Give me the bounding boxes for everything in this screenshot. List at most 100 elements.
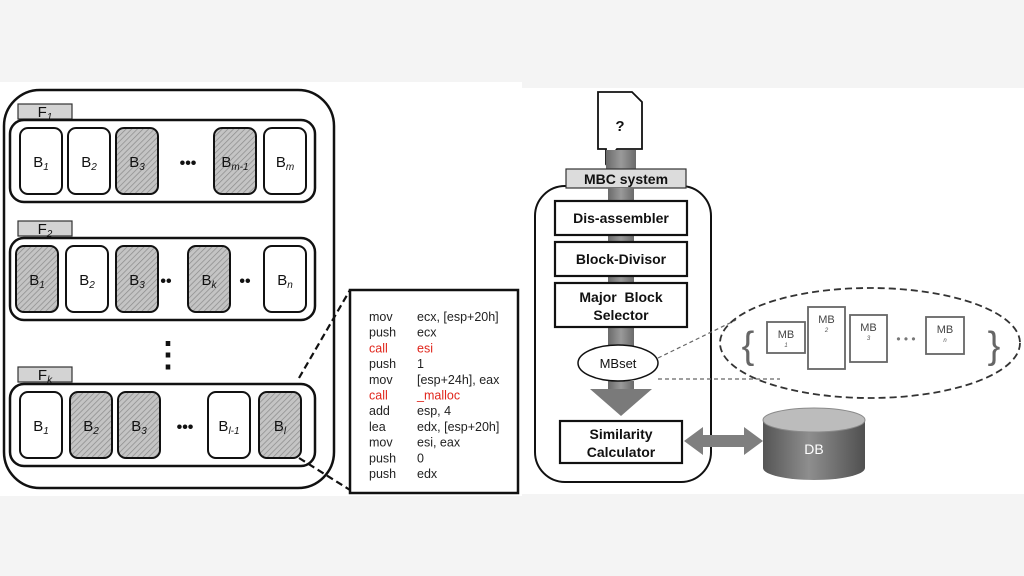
asm-opcode: add [369,404,390,418]
function-label: F2 [38,221,53,240]
basic-block-label-subscript: n [287,280,293,291]
mbset-detail-ellipse [719,287,1021,399]
basic-block-label-base: B [274,418,284,435]
major-block-item [766,321,806,354]
basic-block-label-subscript: 3 [139,162,145,173]
mb-dots: • • • [896,332,915,346]
major-block-item-index: 3 [867,336,871,342]
db-label: DB [804,441,823,457]
function-row [8,236,317,322]
basic-block-label-subscript: 2 [92,426,99,437]
asm-operands: ecx [417,326,437,340]
major-block-selector-module [553,281,689,329]
db-cylinder-top [762,407,866,433]
basic-block-label: Bm-1 [221,154,248,173]
asm-operands: _malloc [416,389,460,403]
similarity-calculator-module [558,419,684,465]
asm-opcode: mov [369,436,393,450]
basic-block-label: Bl-1 [218,418,239,437]
basic-block-label-base: B [33,418,43,435]
asm-operands: esp, 4 [417,404,451,418]
asm-opcode: push [369,326,396,340]
basic-block-label-base: B [81,154,91,171]
major-block-item-label: MB [818,314,835,326]
function-label-base: F [38,367,47,384]
major-block-item [807,306,846,370]
basic-block-label-base: B [276,154,286,171]
basic-block-label: B3 [131,418,147,437]
mbset-connector-top [657,319,737,359]
basic-block-label-base: B [221,154,231,171]
pipe-segment-2 [608,236,634,242]
major-block-item-index: 1 [784,343,787,349]
zoom-connector-bottom [298,457,351,491]
basic-block-label: Bl [274,418,287,437]
program-outline [2,88,336,490]
asm-operands: esi, eax [417,436,461,450]
major-block-selector-label-1: Major Block [579,289,662,305]
basic-block-label-subscript: 2 [88,280,95,291]
basic-block-label: B2 [83,418,99,437]
basic-block-label-subscript: l [284,426,287,437]
major-block-item-index: n [943,338,947,344]
asm-operands: edx [417,467,438,481]
asm-opcode: push [369,467,396,481]
basic-block-label-base: B [33,154,43,171]
basic-block-label-base: B [201,272,211,289]
vertical-ellipsis: ⋮ [151,336,185,374]
asm-operands: 0 [417,451,424,465]
basic-block [207,391,251,459]
disassembler-label: Dis-assembler [573,210,669,226]
basic-block-label-base: B [79,272,89,289]
basic-block-label-subscript: m [286,162,294,173]
basic-block-label-subscript: k [212,280,218,291]
basic-block-label-base: B [83,418,93,435]
mbset-brace-left: { [742,325,755,367]
disassembler-module [553,199,689,237]
similarity-calculator-label-1: Similarity [589,426,652,442]
basic-block-label: B1 [33,418,49,437]
function-label-subscript: 1 [47,112,53,123]
basic-block [67,127,111,195]
function-label-tab [17,366,73,383]
input-document-label: ? [615,118,624,135]
asm-opcode: lea [369,420,386,434]
input-document-icon [597,91,643,166]
major-basic-block [258,391,302,459]
major-block-item [925,316,965,355]
basic-block [65,245,109,313]
major-block-item-label: MB [778,329,795,341]
basic-block-label-base: B [129,154,139,171]
basic-block-label: B2 [79,272,95,291]
major-block-item [849,314,888,363]
similarity-calculator-label-2: Calculator [587,444,656,460]
asm-operands: edx, [esp+20h] [417,420,499,434]
basic-block-label: Bn [277,272,293,291]
basic-block-label-subscript: 2 [90,162,97,173]
function-label-base: F [38,104,47,121]
asm-opcode: mov [369,373,393,387]
major-basic-block [15,245,59,313]
flow-arrow-down [590,389,652,416]
major-block-item-index: 2 [824,328,829,334]
db-double-arrow [684,427,763,455]
major-block-selector-label-2: Selector [593,307,649,323]
basic-block [19,391,63,459]
basic-block [19,127,63,195]
mbc-system-title: MBC system [584,171,668,187]
pipe-segment-4 [608,327,634,349]
pipe-segment-3 [608,277,634,283]
major-basic-block [115,127,159,195]
basic-block [263,127,307,195]
mbset-ellipse [577,344,659,382]
basic-block-label: B1 [29,272,45,291]
basic-block-label-base: B [129,272,139,289]
basic-block-label: Bm [276,154,294,173]
function-label-subscript: 2 [46,229,53,240]
asm-operands: [esp+24h], eax [417,373,500,387]
